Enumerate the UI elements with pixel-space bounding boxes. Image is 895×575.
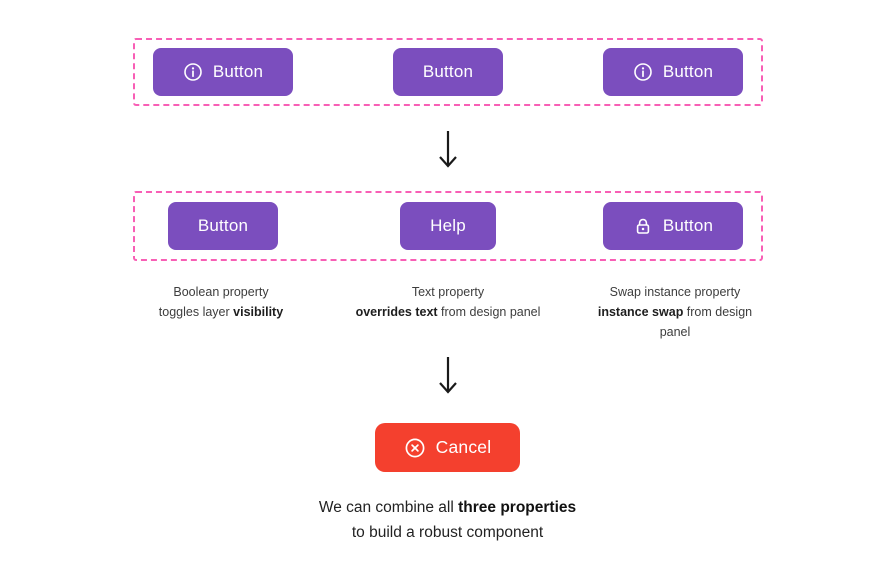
caption-row: Boolean property toggles layer visibilit…: [128, 282, 768, 342]
button-info-right[interactable]: Button: [602, 48, 744, 96]
top-frame-cell-1: Button: [135, 48, 311, 96]
info-icon: [633, 62, 653, 82]
caption-boolean-property: Boolean property toggles layer visibilit…: [128, 282, 314, 342]
cancel-button-label: Cancel: [435, 437, 492, 457]
down-arrow-icon: [439, 131, 457, 168]
caption-text-property: Text property overrides text from design…: [355, 282, 541, 342]
caption-line-2: instance swap from design panel: [597, 305, 753, 339]
button-label: Button: [662, 62, 714, 81]
bottom-frame-cell-3: Button: [585, 202, 761, 250]
button-label: Help: [430, 216, 466, 235]
button-plain-middle[interactable]: Button: [392, 48, 504, 96]
caption-line-1: Swap instance property: [609, 285, 741, 299]
summary-line-2: to build a robust component: [351, 524, 544, 541]
button-label: Button: [197, 216, 249, 235]
down-arrow-icon: [439, 357, 457, 394]
caption-line-2: toggles layer visibility: [158, 305, 284, 319]
button-info-left[interactable]: Button: [152, 48, 294, 96]
bottom-frame-cell-2: Help: [360, 202, 536, 250]
caption-line-1: Text property: [411, 285, 485, 299]
caption-line-2: overrides text from design panel: [355, 305, 541, 319]
button-label: Button: [662, 216, 714, 235]
button-swap-property[interactable]: Button: [602, 202, 744, 250]
info-icon: [183, 62, 203, 82]
cancel-button[interactable]: Cancel: [375, 423, 520, 472]
lock-icon: [633, 216, 653, 236]
bottom-frame-cell-1: Button: [135, 202, 311, 250]
button-boolean-property[interactable]: Button: [167, 202, 279, 250]
top-dashed-frame: Button Button Button: [133, 38, 763, 106]
bottom-dashed-frame: Button Help Button: [133, 191, 763, 261]
summary-line-1: We can combine all three properties: [318, 499, 577, 516]
caption-line-1: Boolean property: [173, 285, 269, 299]
x-circle-icon: [404, 437, 426, 459]
summary-text: We can combine all three properties to b…: [0, 495, 895, 545]
button-label: Button: [422, 62, 474, 81]
top-frame-cell-2: Button: [360, 48, 536, 96]
button-label: Button: [212, 62, 264, 81]
button-text-property[interactable]: Help: [400, 202, 496, 250]
top-frame-cell-3: Button: [585, 48, 761, 96]
caption-swap-property: Swap instance property instance swap fro…: [582, 282, 768, 342]
